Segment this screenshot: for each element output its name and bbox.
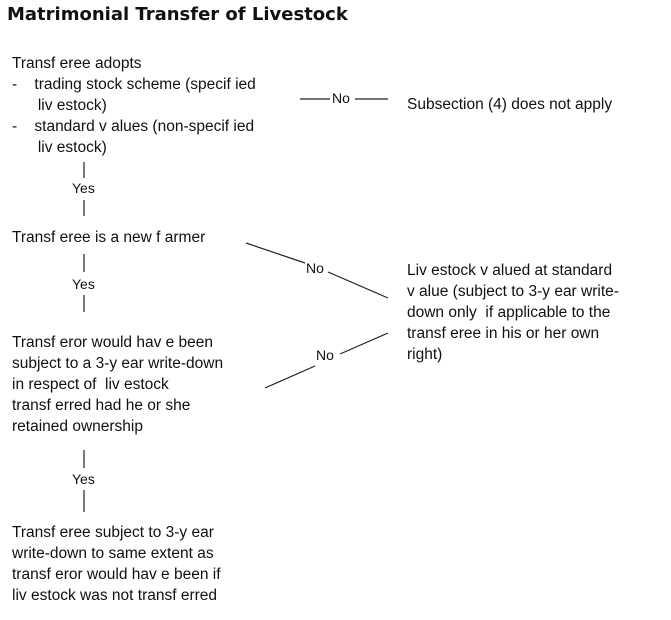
edge-no3-line-left bbox=[264, 365, 316, 389]
node-standard-value: Liv estock v alued at standard v alue (s… bbox=[407, 262, 619, 363]
edge-no2-line-left bbox=[245, 242, 306, 264]
edge-no3-line-right bbox=[339, 332, 389, 355]
diagram-title: Matrimonial Transfer of Livestock bbox=[7, 4, 348, 25]
node-new-farmer: Transf eree is a new f armer bbox=[12, 229, 206, 246]
edge-label-no1: No bbox=[331, 90, 351, 106]
edge-label-yes3: Yes bbox=[71, 471, 96, 487]
node-subsection-not-apply: Subsection (4) does not apply bbox=[407, 96, 613, 113]
node-transferor-writedown: Transf eror would hav e been subject to … bbox=[12, 334, 224, 435]
edge-label-no3: No bbox=[315, 347, 335, 363]
edge-label-no2: No bbox=[305, 260, 325, 276]
edge-label-yes1: Yes bbox=[71, 180, 96, 196]
edge-label-yes2: Yes bbox=[71, 276, 96, 292]
node-result: Transf eree subject to 3-y ear write-dow… bbox=[12, 524, 221, 604]
node-transferee-adopts: Transf eree adopts - trading stock schem… bbox=[12, 55, 256, 156]
edge-no2-line-right bbox=[327, 271, 389, 299]
